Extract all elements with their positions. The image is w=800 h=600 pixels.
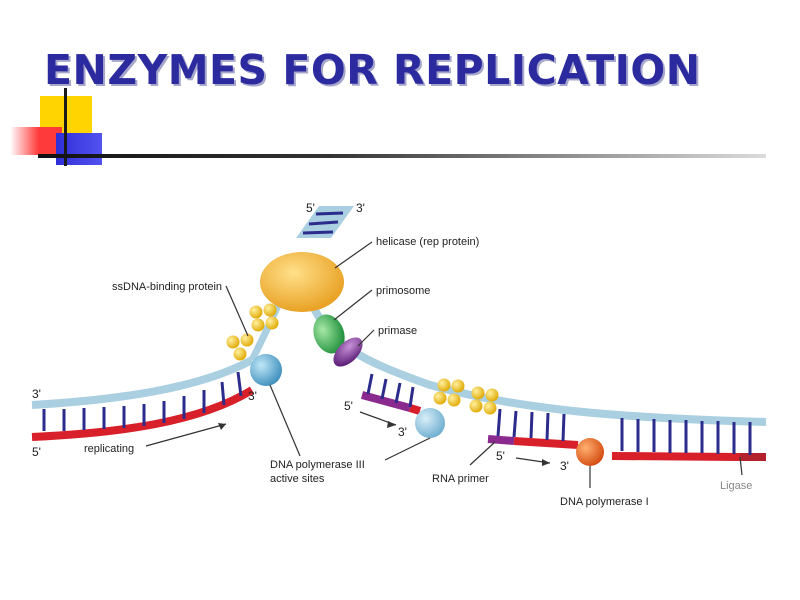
replication-fork-diagram: 5' 3' helicase (rep protein) primosome p… (31, 201, 767, 508)
label-5prime-lagging-2: 5' (496, 449, 505, 463)
label-ligase: Ligase (720, 480, 752, 492)
lagging-strand-duplex (306, 298, 767, 461)
label-replicating: replicating (84, 443, 134, 455)
label-3prime-top: 3' (356, 201, 365, 215)
label-3prime-lagging-1: 3' (398, 425, 407, 439)
label-5prime-left-lower: 5' (32, 445, 41, 459)
ssb-cluster-right (433, 378, 499, 415)
label-dna-pol-i: DNA polymerase I (560, 496, 649, 508)
label-primase: primase (378, 325, 417, 337)
dna-polymerase-iii-lagging (415, 408, 445, 438)
label-rna-primer: RNA primer (432, 473, 489, 485)
decor-blue-square (56, 133, 102, 165)
parental-duplex (296, 206, 354, 238)
primosome-protein (313, 314, 345, 354)
label-5prime-lagging-1: 5' (344, 399, 353, 413)
label-ssb: ssDNA-binding protein (112, 281, 222, 293)
helicase-protein (260, 252, 344, 312)
label-helicase: helicase (rep protein) (376, 236, 479, 248)
label-dna-pol-iii-line1: DNA polymerase III (270, 459, 365, 471)
slide-title: ENZYMES FOR REPLICATION (44, 46, 701, 94)
leading-strand-duplex (31, 294, 286, 441)
label-dna-pol-iii-line2: active sites (270, 473, 325, 485)
label-primosome: primosome (376, 285, 430, 297)
dna-polymerase-iii-leading (250, 354, 282, 386)
label-3prime-leading: 3' (248, 389, 257, 403)
primase-protein (333, 337, 363, 367)
dna-polymerase-i (576, 438, 604, 466)
decor-red-square (10, 127, 62, 155)
ssb-cluster-left (226, 303, 279, 361)
label-3prime-lagging-2: 3' (560, 459, 569, 473)
decor-vertical-rule (64, 88, 67, 166)
label-5prime-top: 5' (306, 201, 315, 215)
title-underline (38, 154, 766, 158)
label-3prime-left-upper: 3' (32, 387, 41, 401)
